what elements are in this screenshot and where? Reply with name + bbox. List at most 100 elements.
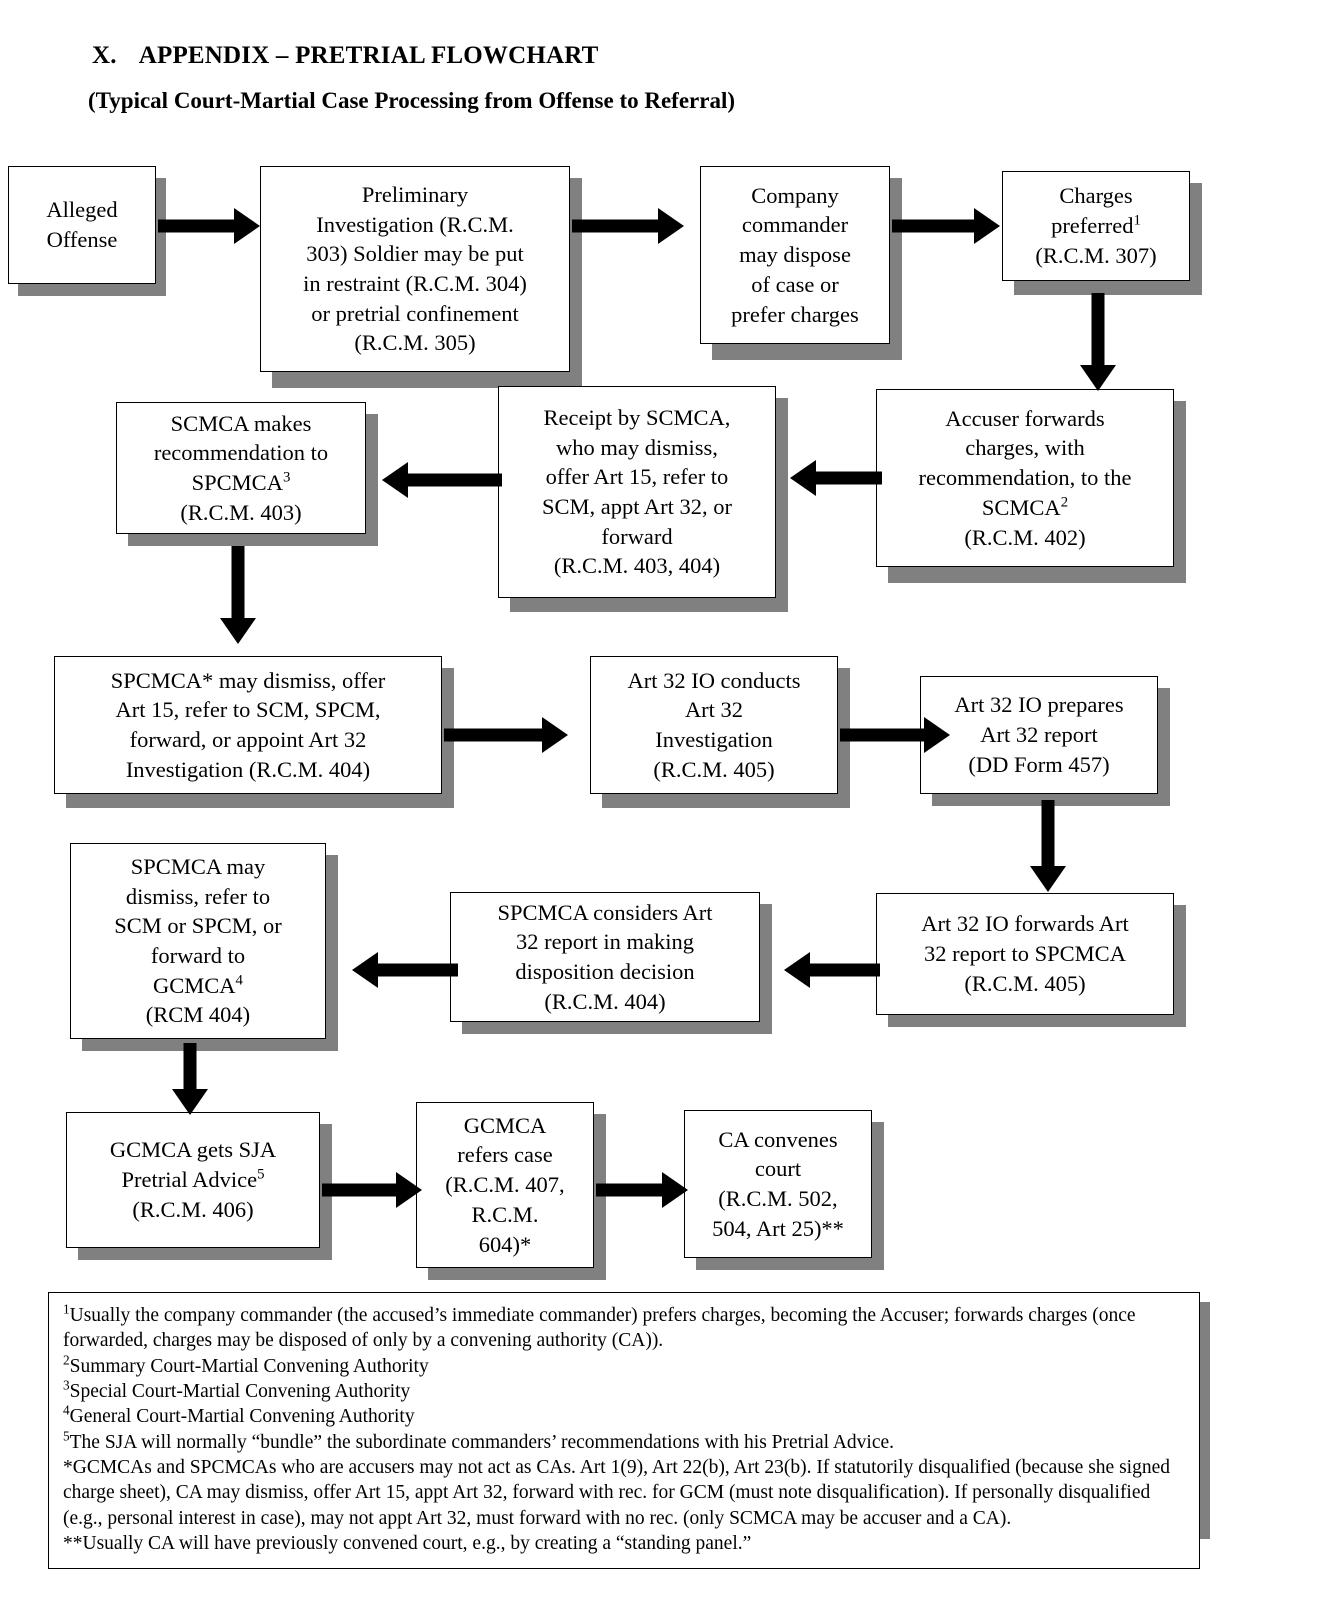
arrow-shaft	[596, 1183, 664, 1197]
arrow-preliminary-to-company	[572, 208, 684, 244]
arrow-art32-conducts-to-prepares	[840, 717, 950, 753]
page-title-text: APPENDIX – PRETRIAL FLOWCHART	[138, 42, 599, 69]
arrow-shaft	[1091, 293, 1105, 367]
scmca-rec-line-3: SPCMCA	[191, 470, 283, 495]
node-art32-io-forwards: Art 32 IO forwards Art 32 report to SPCM…	[876, 893, 1174, 1015]
arrow-shaft	[183, 1043, 197, 1091]
accuser-line-5: (R.C.M. 402)	[964, 524, 1086, 550]
charges-line-3: (R.C.M. 307)	[1035, 242, 1157, 268]
arrow-company-to-charges	[892, 208, 1000, 244]
spcmca2-line-5: GCMCA	[153, 972, 236, 998]
scmca-rec-line-1: SCMCA makes	[170, 410, 312, 436]
spcmca2-line-6: (RCM 404)	[145, 1002, 251, 1028]
node-accuser-forwards: Accuser forwards charges, with recommend…	[876, 389, 1174, 567]
arrow-gcmca-sja-to-refers	[322, 1172, 422, 1208]
spcmca2-line-1: SPCMCA may	[130, 853, 266, 879]
node-gcmca-gets-sja: GCMCA gets SJA Pretrial Advice5 (R.C.M. …	[66, 1112, 320, 1248]
arrow-art32-prepares-to-forwards	[1028, 800, 1068, 892]
arrow-shaft	[158, 219, 236, 233]
gcmca-sja-line-1: GCMCA gets SJA	[109, 1137, 277, 1163]
arrow-scmca-rec-to-spcmca	[218, 546, 258, 644]
spcmca2-line-3: SCM or SPCM, or	[114, 913, 282, 939]
arrow-shaft	[892, 219, 976, 233]
arrow-head	[1080, 365, 1116, 391]
arrow-head	[974, 208, 1000, 244]
arrow-head	[658, 208, 684, 244]
node-charges-preferred-label: Charges preferred1 (R.C.M. 307)	[1003, 181, 1189, 270]
node-company-commander-label: Company commander may dispose of case or…	[731, 182, 859, 327]
node-receipt-by-scmca: Receipt by SCMCA, who may dismiss, offer…	[498, 386, 776, 598]
arrow-head	[172, 1089, 208, 1115]
node-charges-preferred: Charges preferred1 (R.C.M. 307)	[1002, 171, 1190, 281]
footnote-ref-5: 5	[257, 1166, 265, 1183]
footnote-3: 3Special Court-Martial Convening Authori…	[63, 1377, 1185, 1404]
node-art32-io-prepares: Art 32 IO prepares Art 32 report (DD For…	[920, 676, 1158, 794]
footnote-4: 4General Court-Martial Convening Authori…	[63, 1404, 1185, 1429]
node-art32-io-prepares-label: Art 32 IO prepares Art 32 report (DD For…	[954, 692, 1124, 777]
accuser-line-1: Accuser forwards	[945, 405, 1105, 431]
footnote-1-text: Usually the company commander (the accus…	[63, 1305, 1136, 1352]
arrow-receipt-to-scmca-recommendation	[382, 462, 502, 498]
node-ca-convenes-court: CA convenes court (R.C.M. 502, 504, Art …	[684, 1110, 872, 1258]
node-gcmca-refers-case-label: GCMCA refers case (R.C.M. 407, R.C.M. 60…	[445, 1112, 565, 1257]
node-company-commander: Company commander may dispose of case or…	[700, 166, 890, 344]
accuser-line-3: recommendation, to the	[918, 465, 1132, 491]
node-gcmca-gets-sja-label: GCMCA gets SJA Pretrial Advice5 (R.C.M. …	[67, 1135, 319, 1224]
arrow-head	[234, 208, 260, 244]
gcmca-sja-line-2: Pretrial Advice	[121, 1167, 258, 1193]
footnote-1-marker: 1	[63, 1301, 70, 1317]
node-spcmca-may-dismiss-label: SPCMCA* may dismiss, offer Art 15, refer…	[110, 667, 386, 782]
node-accuser-forwards-label: Accuser forwards charges, with recommend…	[877, 404, 1173, 552]
node-spcmca-considers-label: SPCMCA considers Art 32 report in making…	[497, 899, 713, 1014]
node-spcmca-may-dismiss: SPCMCA* may dismiss, offer Art 15, refer…	[54, 656, 442, 794]
footnote-4-text: General Court-Martial Convening Authorit…	[69, 1406, 415, 1428]
accuser-line-4: SCMCA	[981, 494, 1061, 520]
arrow-head	[662, 1172, 688, 1208]
node-preliminary-investigation-label: Preliminary Investigation (R.C.M. 303) S…	[303, 181, 527, 356]
footnote-5-text: The SJA will normally “bundle” the subor…	[69, 1431, 895, 1453]
arrow-spcmca-to-art32-conducts	[444, 717, 568, 753]
arrow-shaft	[404, 473, 502, 487]
node-scmca-recommendation-label: SCMCA makes recommendation to SPCMCA3 (R…	[117, 409, 365, 528]
footnote-3-text: Special Court-Martial Convening Authorit…	[69, 1381, 411, 1403]
arrow-shaft	[806, 963, 880, 977]
node-gcmca-refers-case: GCMCA refers case (R.C.M. 407, R.C.M. 60…	[416, 1102, 594, 1268]
node-ca-convenes-court-label: CA convenes court (R.C.M. 502, 504, Art …	[712, 1126, 844, 1241]
arrow-shaft	[840, 728, 926, 742]
arrow-shaft	[1041, 800, 1055, 868]
page-subtitle: (Typical Court-Martial Case Processing f…	[88, 88, 736, 113]
page-title-numeral: X.	[92, 42, 117, 69]
arrow-shaft	[231, 546, 245, 620]
node-preliminary-investigation: Preliminary Investigation (R.C.M. 303) S…	[260, 166, 570, 372]
footnote-3-marker: 3	[63, 1377, 70, 1393]
arrow-head	[924, 717, 950, 753]
page-title: X. APPENDIX – PRETRIAL FLOWCHART	[92, 42, 599, 70]
arrow-head	[352, 952, 378, 988]
scmca-rec-line-4: (R.C.M. 403)	[180, 499, 302, 525]
arrow-shaft	[812, 471, 882, 485]
spcmca2-line-4: forward to	[150, 943, 246, 968]
node-alleged-offense: Alleged Offense	[8, 166, 156, 284]
footnote-ref-4: 4	[235, 972, 243, 989]
footnote-ref-1: 1	[1133, 212, 1141, 229]
footnote-2-text: Summary Court-Martial Convening Authorit…	[69, 1355, 429, 1377]
arrow-shaft	[322, 1183, 398, 1197]
arrow-head	[382, 462, 408, 498]
footnote-ref-2: 2	[1060, 494, 1069, 511]
scmca-rec-line-2: recommendation to	[153, 440, 329, 466]
accuser-line-2: charges, with	[965, 435, 1085, 461]
arrow-accuser-to-receipt	[790, 460, 882, 496]
arrow-head	[790, 460, 816, 496]
charges-line-1: Charges	[1059, 183, 1133, 209]
arrow-gcmca-refers-to-ca-convenes	[596, 1172, 688, 1208]
gcmca-sja-line-3: (R.C.M. 406)	[132, 1196, 254, 1222]
footnotes-panel: 1Usually the company commander (the accu…	[48, 1292, 1200, 1570]
footnote-4-marker: 4	[63, 1402, 70, 1418]
footnote-5: 5The SJA will normally “bundle” the subo…	[63, 1429, 1185, 1455]
footnote-ref-3: 3	[282, 469, 291, 486]
arrow-head	[784, 952, 810, 988]
node-spcmca-may-dismiss-gcmca-label: SPCMCA may dismiss, refer to SCM or SPCM…	[71, 852, 325, 1030]
node-receipt-by-scmca-label: Receipt by SCMCA, who may dismiss, offer…	[541, 404, 732, 579]
arrow-charges-to-accuser	[1078, 293, 1118, 391]
arrow-head	[542, 717, 568, 753]
